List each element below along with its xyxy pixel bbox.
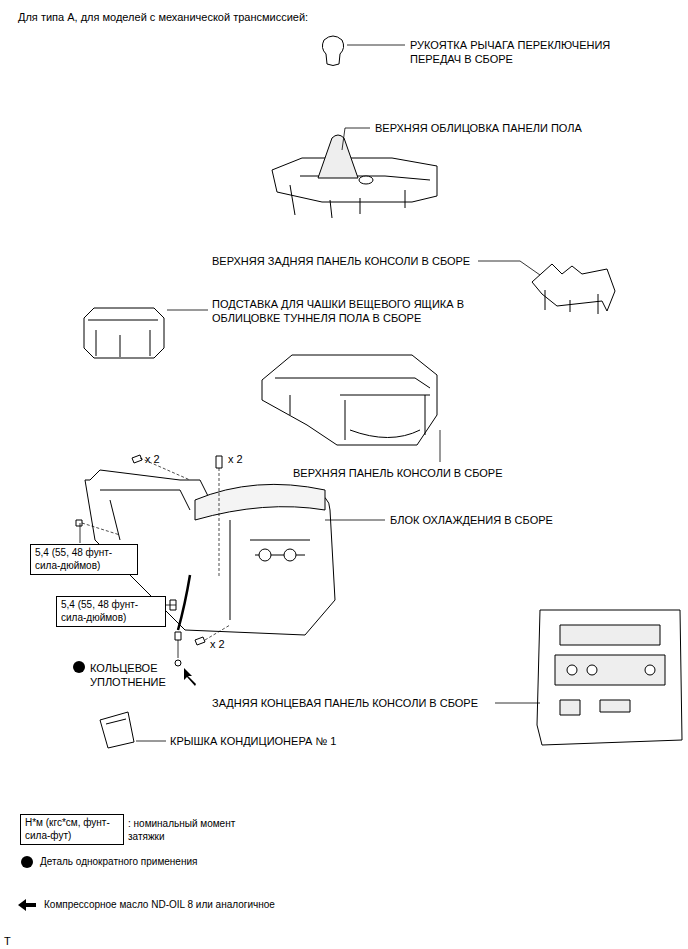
- part-label: ВЕРХНЯЯ ОБЛИЦОВКА ПАНЕЛИ ПОЛА: [375, 121, 582, 135]
- floor-panel: [272, 158, 437, 202]
- torque-text: Н*м (кгс*см, фунт-сила-фут): [25, 817, 119, 842]
- part-label: ВЕРХНЯЯ ПАНЕЛЬ КОНСОЛИ В СБОРЕ: [293, 466, 503, 480]
- torque-text: 5,4 (55, 48 фунт-сила-дюймов): [35, 547, 133, 572]
- part-label: БЛОК ОХЛАЖДЕНИЯ В СБОРЕ: [390, 513, 553, 527]
- rear-end-panel: [537, 610, 682, 745]
- torque-box: 5,4 (55, 48 фунт-сила-дюймов): [56, 596, 166, 627]
- part-label: ПОДСТАВКА ДЛЯ ЧАШКИ ВЕЩЕВОГО ЯЩИКА В ОБЛ…: [212, 297, 474, 326]
- part-label: КОЛЬЦЕВОЕ УПЛОТНЕНИЕ: [90, 661, 180, 690]
- part-label: КРЫШКА КОНДИЦИОНЕРА № 1: [170, 734, 336, 748]
- legend-text: : номинальный момент затяжки: [128, 817, 238, 843]
- legend-torque-box: Н*м (кгс*см, фунт-сила-фут): [20, 814, 124, 845]
- part-label: РУКОЯТКА РЫЧАГА ПЕРЕКЛЮЧЕНИЯ ПЕРЕДАЧ В С…: [410, 38, 640, 67]
- shift-knob: [322, 36, 343, 66]
- legend-arrow: [18, 899, 36, 911]
- part-label: T: [4, 934, 11, 948]
- cup-holder: [84, 308, 164, 358]
- part-label: ВЕРХНЯЯ ЗАДНЯЯ ПАНЕЛЬ КОНСОЛИ В СБОРЕ: [212, 254, 470, 268]
- torque-text: 5,4 (55, 48 фунт-сила-дюймов): [61, 599, 161, 624]
- legend-text: Компрессорное масло ND-OIL 8 или аналоги…: [44, 898, 275, 911]
- part-label: ЗАДНЯЯ КОНЦЕВАЯ ПАНЕЛЬ КОНСОЛИ В СБОРЕ: [212, 696, 478, 710]
- legend-text: Деталь однократного применения: [40, 855, 197, 868]
- quantity-label: x 2: [210, 637, 225, 651]
- shift-boot: [318, 135, 358, 178]
- torque-box: 5,4 (55, 48 фунт-сила-дюймов): [30, 544, 138, 575]
- single-use-mark: [73, 661, 85, 673]
- quantity-label: x 2: [228, 452, 243, 466]
- upper-console-panel: [262, 355, 437, 445]
- oil-arrow: [184, 668, 196, 686]
- legend-dot: [21, 856, 33, 868]
- ac-cover: [100, 712, 134, 748]
- rear-upper-panel: [532, 264, 615, 311]
- quantity-label: x 2: [145, 452, 160, 466]
- diagram-title: Для типа А, для моделей с механической т…: [18, 10, 308, 24]
